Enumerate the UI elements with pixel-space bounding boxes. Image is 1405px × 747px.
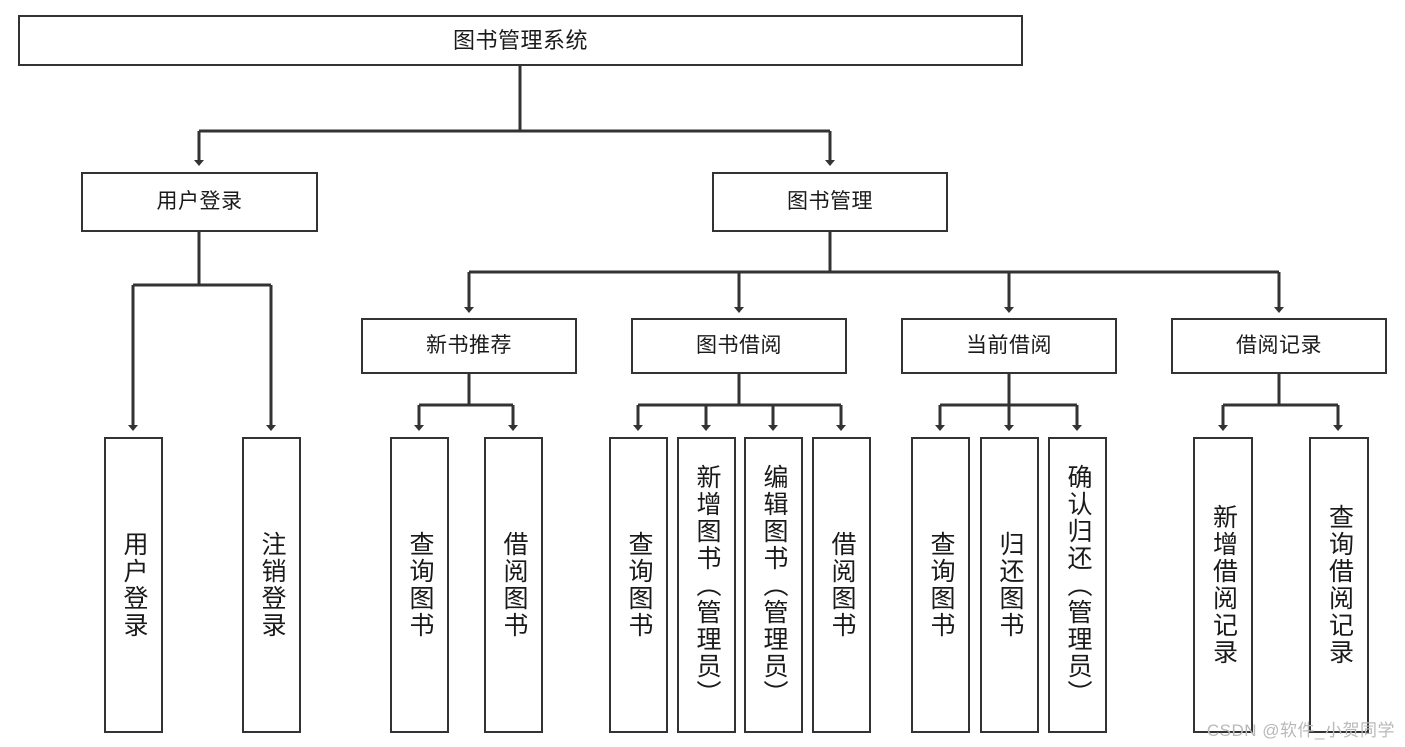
- leaf-logout[interactable]: 注销登录: [242, 437, 301, 733]
- node-borrow-record-label: 借阅记录: [1236, 333, 1322, 357]
- leaf-add-record[interactable]: 新增借阅记录: [1193, 437, 1253, 733]
- leaf-confirm-return-label: 确认归还（管理员）: [1064, 463, 1092, 707]
- watermark: CSDN @软件_小贺同学: [1206, 721, 1395, 740]
- leaf-return-book-label: 归还图书: [996, 531, 1024, 639]
- leaf-add-book-label: 新增图书（管理员）: [693, 463, 721, 707]
- leaf-edit-book[interactable]: 编辑图书（管理员）: [744, 437, 803, 733]
- node-user-login-label: 用户登录: [156, 189, 243, 213]
- node-book-borrow[interactable]: 图书借阅: [631, 318, 847, 374]
- leaf-add-record-label: 新增借阅记录: [1209, 504, 1238, 666]
- leaf-confirm-return[interactable]: 确认归还（管理员）: [1048, 437, 1107, 733]
- leaf-borrow-book-1-label: 借阅图书: [500, 531, 528, 639]
- leaf-borrow-book-2-label: 借阅图书: [828, 531, 856, 639]
- node-current-borrow-label: 当前借阅: [966, 333, 1052, 357]
- node-new-book-rec-label: 新书推荐: [426, 333, 512, 357]
- node-book-manage-label: 图书管理: [787, 189, 873, 213]
- leaf-query-record-label: 查询借阅记录: [1325, 504, 1354, 666]
- leaf-query-book-3[interactable]: 查询图书: [911, 437, 970, 733]
- node-book-borrow-label: 图书借阅: [696, 333, 782, 357]
- leaf-borrow-book-1[interactable]: 借阅图书: [484, 437, 543, 733]
- node-borrow-record[interactable]: 借阅记录: [1171, 318, 1387, 374]
- leaf-logout-label: 注销登录: [258, 531, 286, 639]
- node-root[interactable]: 图书管理系统: [18, 15, 1023, 66]
- node-new-book-rec[interactable]: 新书推荐: [361, 318, 577, 374]
- leaf-edit-book-label: 编辑图书（管理员）: [760, 463, 788, 707]
- leaf-query-book-1-label: 查询图书: [406, 531, 434, 639]
- leaf-query-book-1[interactable]: 查询图书: [390, 437, 449, 733]
- node-current-borrow[interactable]: 当前借阅: [901, 318, 1117, 374]
- node-root-label: 图书管理系统: [452, 27, 588, 53]
- leaf-query-book-2-label: 查询图书: [625, 531, 653, 639]
- leaf-borrow-book-2[interactable]: 借阅图书: [812, 437, 871, 733]
- leaf-user-login-label: 用户登录: [120, 531, 148, 639]
- leaf-return-book[interactable]: 归还图书: [980, 437, 1039, 733]
- leaf-query-book-2[interactable]: 查询图书: [609, 437, 668, 733]
- leaf-query-book-3-label: 查询图书: [927, 531, 955, 639]
- node-book-manage[interactable]: 图书管理: [712, 172, 948, 232]
- leaf-user-login[interactable]: 用户登录: [104, 437, 163, 733]
- node-user-login[interactable]: 用户登录: [81, 172, 318, 232]
- leaf-add-book[interactable]: 新增图书（管理员）: [677, 437, 736, 733]
- leaf-query-record[interactable]: 查询借阅记录: [1309, 437, 1369, 733]
